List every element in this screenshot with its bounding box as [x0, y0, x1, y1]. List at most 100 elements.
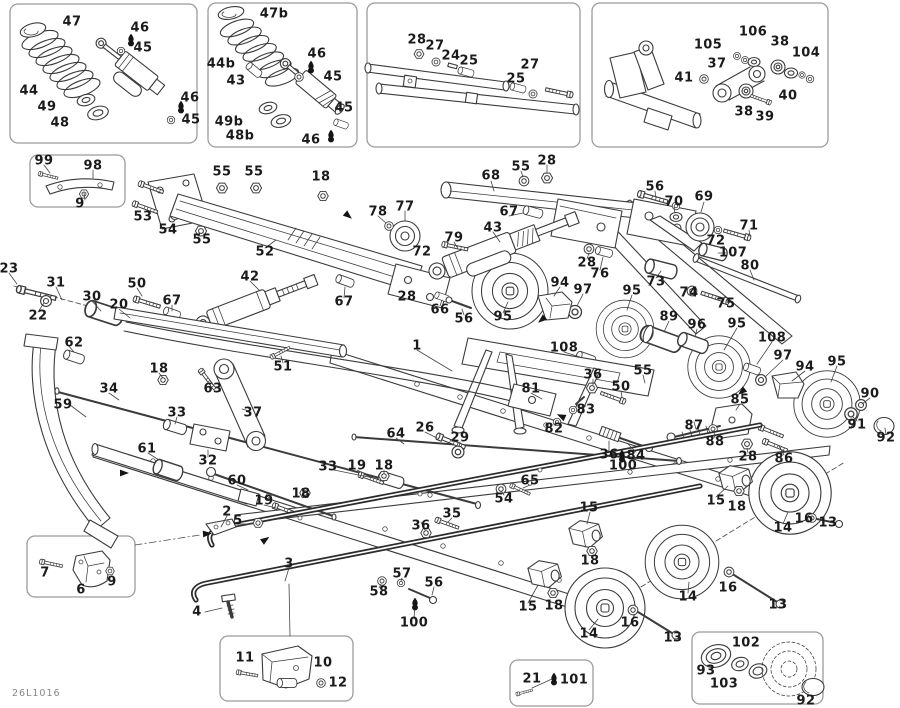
- part-callout-27: 27: [520, 57, 540, 73]
- part-callout-87: 87: [684, 418, 704, 434]
- panel-steering-arms: [366, 2, 581, 148]
- part-callout-64: 64: [386, 426, 406, 442]
- part-callout-48b: 48b: [225, 128, 255, 144]
- part-callout-1: 1: [412, 338, 422, 354]
- part-callout-14: 14: [579, 626, 599, 642]
- part-callout-53: 53: [133, 209, 153, 225]
- part-callout-40: 40: [778, 88, 798, 104]
- part-callout-97: 97: [573, 282, 593, 298]
- part-callout-47b: 47b: [259, 6, 289, 22]
- part-callout-83: 83: [576, 402, 596, 418]
- part-callout-82: 82: [544, 421, 564, 437]
- part-callout-18: 18: [149, 361, 169, 377]
- part-callout-67: 67: [162, 293, 182, 309]
- part-callout-78: 78: [368, 204, 388, 220]
- part-callout-19: 19: [347, 458, 367, 474]
- part-callout-18: 18: [311, 169, 331, 185]
- part-callout-97: 97: [773, 348, 793, 364]
- loctite-droplet-icon: [551, 672, 557, 686]
- part-callout-46: 46: [307, 46, 327, 62]
- part-callout-30: 30: [82, 289, 102, 305]
- part-callout-34: 34: [99, 381, 119, 397]
- part-callout-59: 59: [53, 397, 73, 413]
- part-callout-18: 18: [374, 458, 394, 474]
- part-callout-15: 15: [518, 599, 538, 615]
- part-callout-92: 92: [876, 430, 896, 446]
- part-callout-39: 39: [755, 109, 775, 125]
- part-callout-42: 42: [240, 269, 260, 285]
- part-callout-13: 13: [663, 630, 683, 646]
- part-callout-101: 101: [559, 672, 589, 688]
- part-callout-15: 15: [579, 500, 599, 516]
- part-callout-55: 55: [192, 232, 212, 248]
- part-callout-18: 18: [727, 499, 747, 515]
- part-callout-3: 3: [284, 556, 294, 572]
- part-callout-46: 46: [130, 20, 150, 36]
- part-callout-46: 46: [301, 132, 321, 148]
- part-callout-99: 99: [34, 153, 54, 169]
- part-callout-28: 28: [577, 255, 597, 271]
- part-callout-56: 56: [424, 575, 444, 591]
- part-callout-31: 31: [46, 275, 66, 291]
- part-callout-90: 90: [860, 386, 880, 402]
- part-callout-36: 36: [411, 518, 431, 534]
- part-callout-18: 18: [291, 486, 311, 502]
- panel-rear-linkage: [591, 2, 829, 148]
- part-callout-86: 86: [774, 451, 794, 467]
- part-callout-69: 69: [694, 189, 714, 205]
- part-callout-25: 25: [506, 71, 526, 87]
- part-callout-55: 55: [244, 164, 264, 180]
- part-callout-36: 36: [583, 367, 603, 383]
- part-callout-16: 16: [794, 511, 814, 527]
- part-callout-37: 37: [243, 405, 263, 421]
- part-callout-11: 11: [235, 650, 255, 666]
- part-callout-33: 33: [167, 405, 187, 421]
- panel-front-shock-spring: [9, 3, 198, 144]
- part-callout-28: 28: [407, 32, 427, 48]
- part-callout-28: 28: [738, 449, 758, 465]
- part-callout-103: 103: [709, 676, 739, 692]
- part-callout-28: 28: [397, 289, 417, 305]
- part-callout-16: 16: [718, 580, 738, 596]
- part-callout-73: 73: [646, 274, 666, 290]
- part-callout-57: 57: [392, 566, 412, 582]
- part-callout-50: 50: [611, 379, 631, 395]
- part-callout-49b: 49b: [214, 114, 244, 130]
- part-callout-85: 85: [730, 392, 750, 408]
- part-callout-98: 98: [83, 158, 103, 174]
- part-callout-15: 15: [706, 493, 726, 509]
- part-callout-54: 54: [494, 491, 514, 507]
- part-callout-49: 49: [37, 99, 57, 115]
- loctite-droplet-icon: [308, 60, 314, 74]
- part-callout-4: 4: [192, 604, 202, 620]
- part-callout-20: 20: [109, 297, 129, 313]
- part-callout-44: 44: [19, 83, 39, 99]
- part-callout-67: 67: [334, 294, 354, 310]
- part-callout-71: 71: [739, 218, 759, 234]
- part-callout-37: 37: [707, 56, 727, 72]
- part-callout-16: 16: [620, 615, 640, 631]
- direction-arrow-icon: [342, 210, 355, 222]
- part-callout-9: 9: [107, 574, 117, 590]
- part-callout-106: 106: [738, 24, 768, 40]
- part-callout-76: 76: [590, 266, 610, 282]
- part-callout-62: 62: [64, 335, 84, 351]
- part-callout-67: 67: [499, 204, 519, 220]
- panel-bracket: [26, 535, 136, 598]
- part-callout-84: 84: [626, 448, 646, 464]
- part-callout-13: 13: [768, 597, 788, 613]
- panel-loctite-screw: [509, 659, 594, 707]
- direction-arrow-icon: [260, 534, 272, 545]
- part-callout-60: 60: [227, 473, 247, 489]
- part-callout-56: 56: [454, 311, 474, 327]
- part-callout-25: 25: [459, 53, 479, 69]
- part-callout-38: 38: [734, 104, 754, 120]
- part-callout-18: 18: [544, 598, 564, 614]
- part-callout-66: 66: [430, 302, 450, 318]
- part-callout-45: 45: [334, 100, 354, 116]
- part-callout-14: 14: [678, 589, 698, 605]
- part-callout-104: 104: [791, 45, 821, 61]
- part-callout-22: 22: [28, 308, 48, 324]
- part-callout-43: 43: [483, 220, 503, 236]
